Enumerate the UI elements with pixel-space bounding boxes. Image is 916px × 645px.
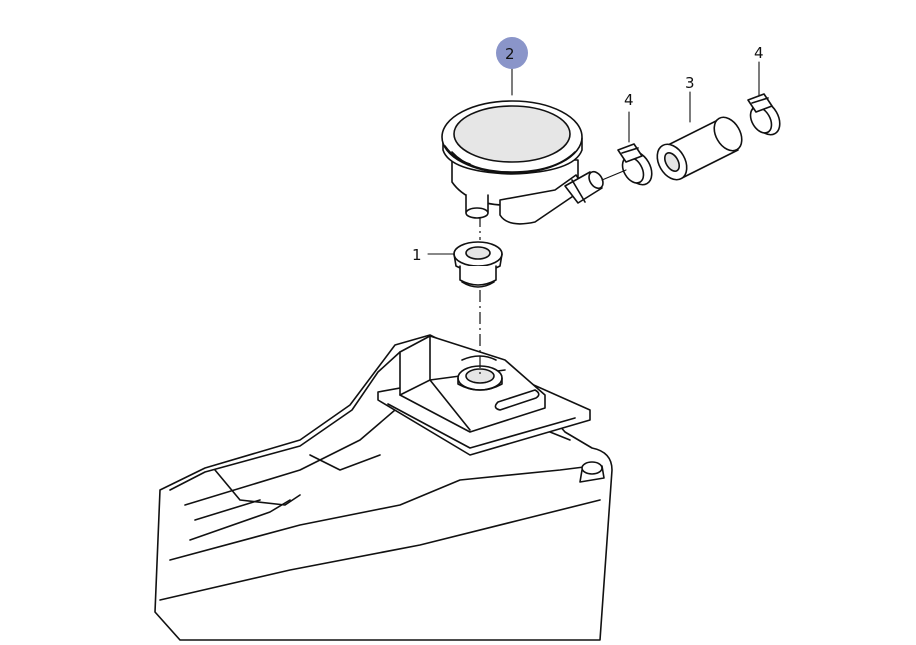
part-3-hose <box>656 116 743 181</box>
part-1-grommet <box>453 241 503 288</box>
cover-lower-rail <box>169 464 601 561</box>
callout-1: 1 <box>412 246 422 264</box>
cover-bolt-hole <box>581 461 603 475</box>
callout-2-badge <box>496 37 528 69</box>
callout-4-left: 4 <box>624 91 634 109</box>
hose-guide-line <box>601 169 627 181</box>
cylinder-head-cover <box>154 334 613 641</box>
part-4-hose-clamp-left <box>617 143 653 186</box>
cover-top-rim <box>169 351 401 491</box>
callout-2: 2 <box>505 45 515 63</box>
part-2-breather-valve <box>441 100 604 225</box>
callout-4-right: 4 <box>754 44 764 62</box>
cover-outer-flange <box>154 334 613 641</box>
callout-3: 3 <box>685 74 695 92</box>
cover-edge-line <box>159 499 601 601</box>
mount-pad-slot <box>494 389 540 411</box>
breather-mount-pad <box>377 335 591 456</box>
valve-cap-top <box>453 105 571 163</box>
part-4-hose-clamp-right <box>747 93 781 136</box>
